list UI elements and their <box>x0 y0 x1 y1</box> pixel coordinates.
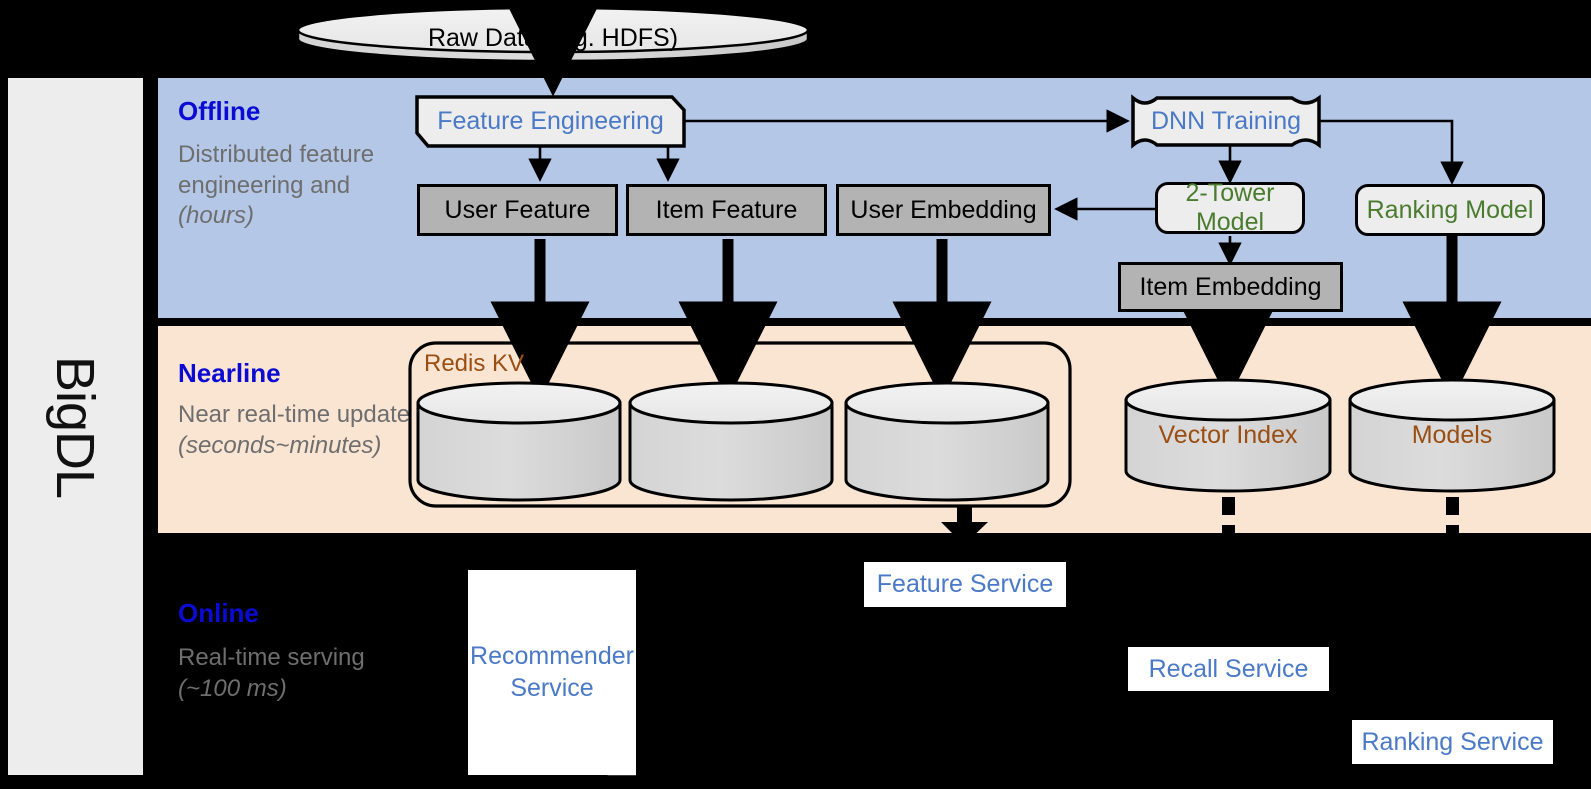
item-embedding-node[interactable]: Item Embedding <box>1118 262 1343 312</box>
recall-service-card[interactable]: Recall Service <box>1128 647 1329 691</box>
offline-sub-emph: (hours) <box>178 202 255 230</box>
two-tower-model-node[interactable]: 2-Tower Model <box>1155 179 1305 236</box>
feature-engineering-node[interactable]: Feature Engineering <box>417 97 684 146</box>
dnn-training-node[interactable]: DNN Training <box>1133 98 1319 145</box>
user-feature-node[interactable]: User Feature <box>417 184 618 236</box>
item-embedding-label: Item Embedding <box>1139 272 1322 301</box>
models-text: Models <box>1411 420 1493 449</box>
bigdl-text: BigDL <box>45 355 106 498</box>
band-title-online: Online <box>178 598 259 628</box>
band-title-nearline: Nearline <box>178 358 281 388</box>
raw-data-label: Raw Data (e.g. HDFS) <box>298 18 808 58</box>
feature-service-card[interactable]: Feature Service <box>864 562 1066 607</box>
feature-service-label: Feature Service <box>876 570 1054 598</box>
user-embedding-label: User Embedding <box>850 195 1037 224</box>
recommender-service-label: Recommender Service <box>470 642 634 702</box>
vector-index-text: Vector Index <box>1158 420 1298 449</box>
band-subtitle-online: Real-time serving (~100 ms) <box>178 643 378 704</box>
feature-engineering-label: Feature Engineering <box>437 107 664 135</box>
nearline-sub-text: Near real-time update <box>178 401 411 428</box>
models-label: Models <box>1350 418 1554 452</box>
ranking-model-label: Ranking Model <box>1366 195 1534 224</box>
band-subtitle-offline: Distributed feature engineering and (hou… <box>178 140 378 232</box>
ranking-service-label: Ranking Service <box>1361 727 1544 756</box>
vector-index-label: Vector Index <box>1126 418 1330 452</box>
dnn-training-label: DNN Training <box>1150 107 1302 135</box>
band-subtitle-nearline: Near real-time update (seconds~minutes) <box>178 400 413 461</box>
user-feature-label: User Feature <box>444 195 591 224</box>
item-feature-node[interactable]: Item Feature <box>626 184 827 236</box>
bigdl-rail <box>8 78 143 775</box>
two-tower-model-label: 2-Tower Model <box>1185 179 1275 236</box>
redis-kv-label: Redis KV <box>424 350 525 377</box>
recommender-service-card[interactable]: Recommender Service <box>468 570 636 775</box>
recall-service-label: Recall Service <box>1148 654 1309 683</box>
user-embedding-node[interactable]: User Embedding <box>836 184 1051 236</box>
offline-sub-text: Distributed feature engineering and <box>178 141 375 199</box>
online-sub-text: Real-time serving <box>178 644 365 671</box>
item-feature-label: Item Feature <box>655 195 798 224</box>
nearline-sub-emph: (seconds~minutes) <box>178 431 382 459</box>
ranking-model-node[interactable]: Ranking Model <box>1355 184 1545 236</box>
band-title-offline: Offline <box>178 96 261 126</box>
bigdl-label: BigDL <box>8 78 143 775</box>
online-sub-emph: (~100 ms) <box>178 674 287 702</box>
ranking-service-card[interactable]: Ranking Service <box>1352 720 1553 764</box>
raw-data-text: Raw Data (e.g. HDFS) <box>427 23 679 52</box>
